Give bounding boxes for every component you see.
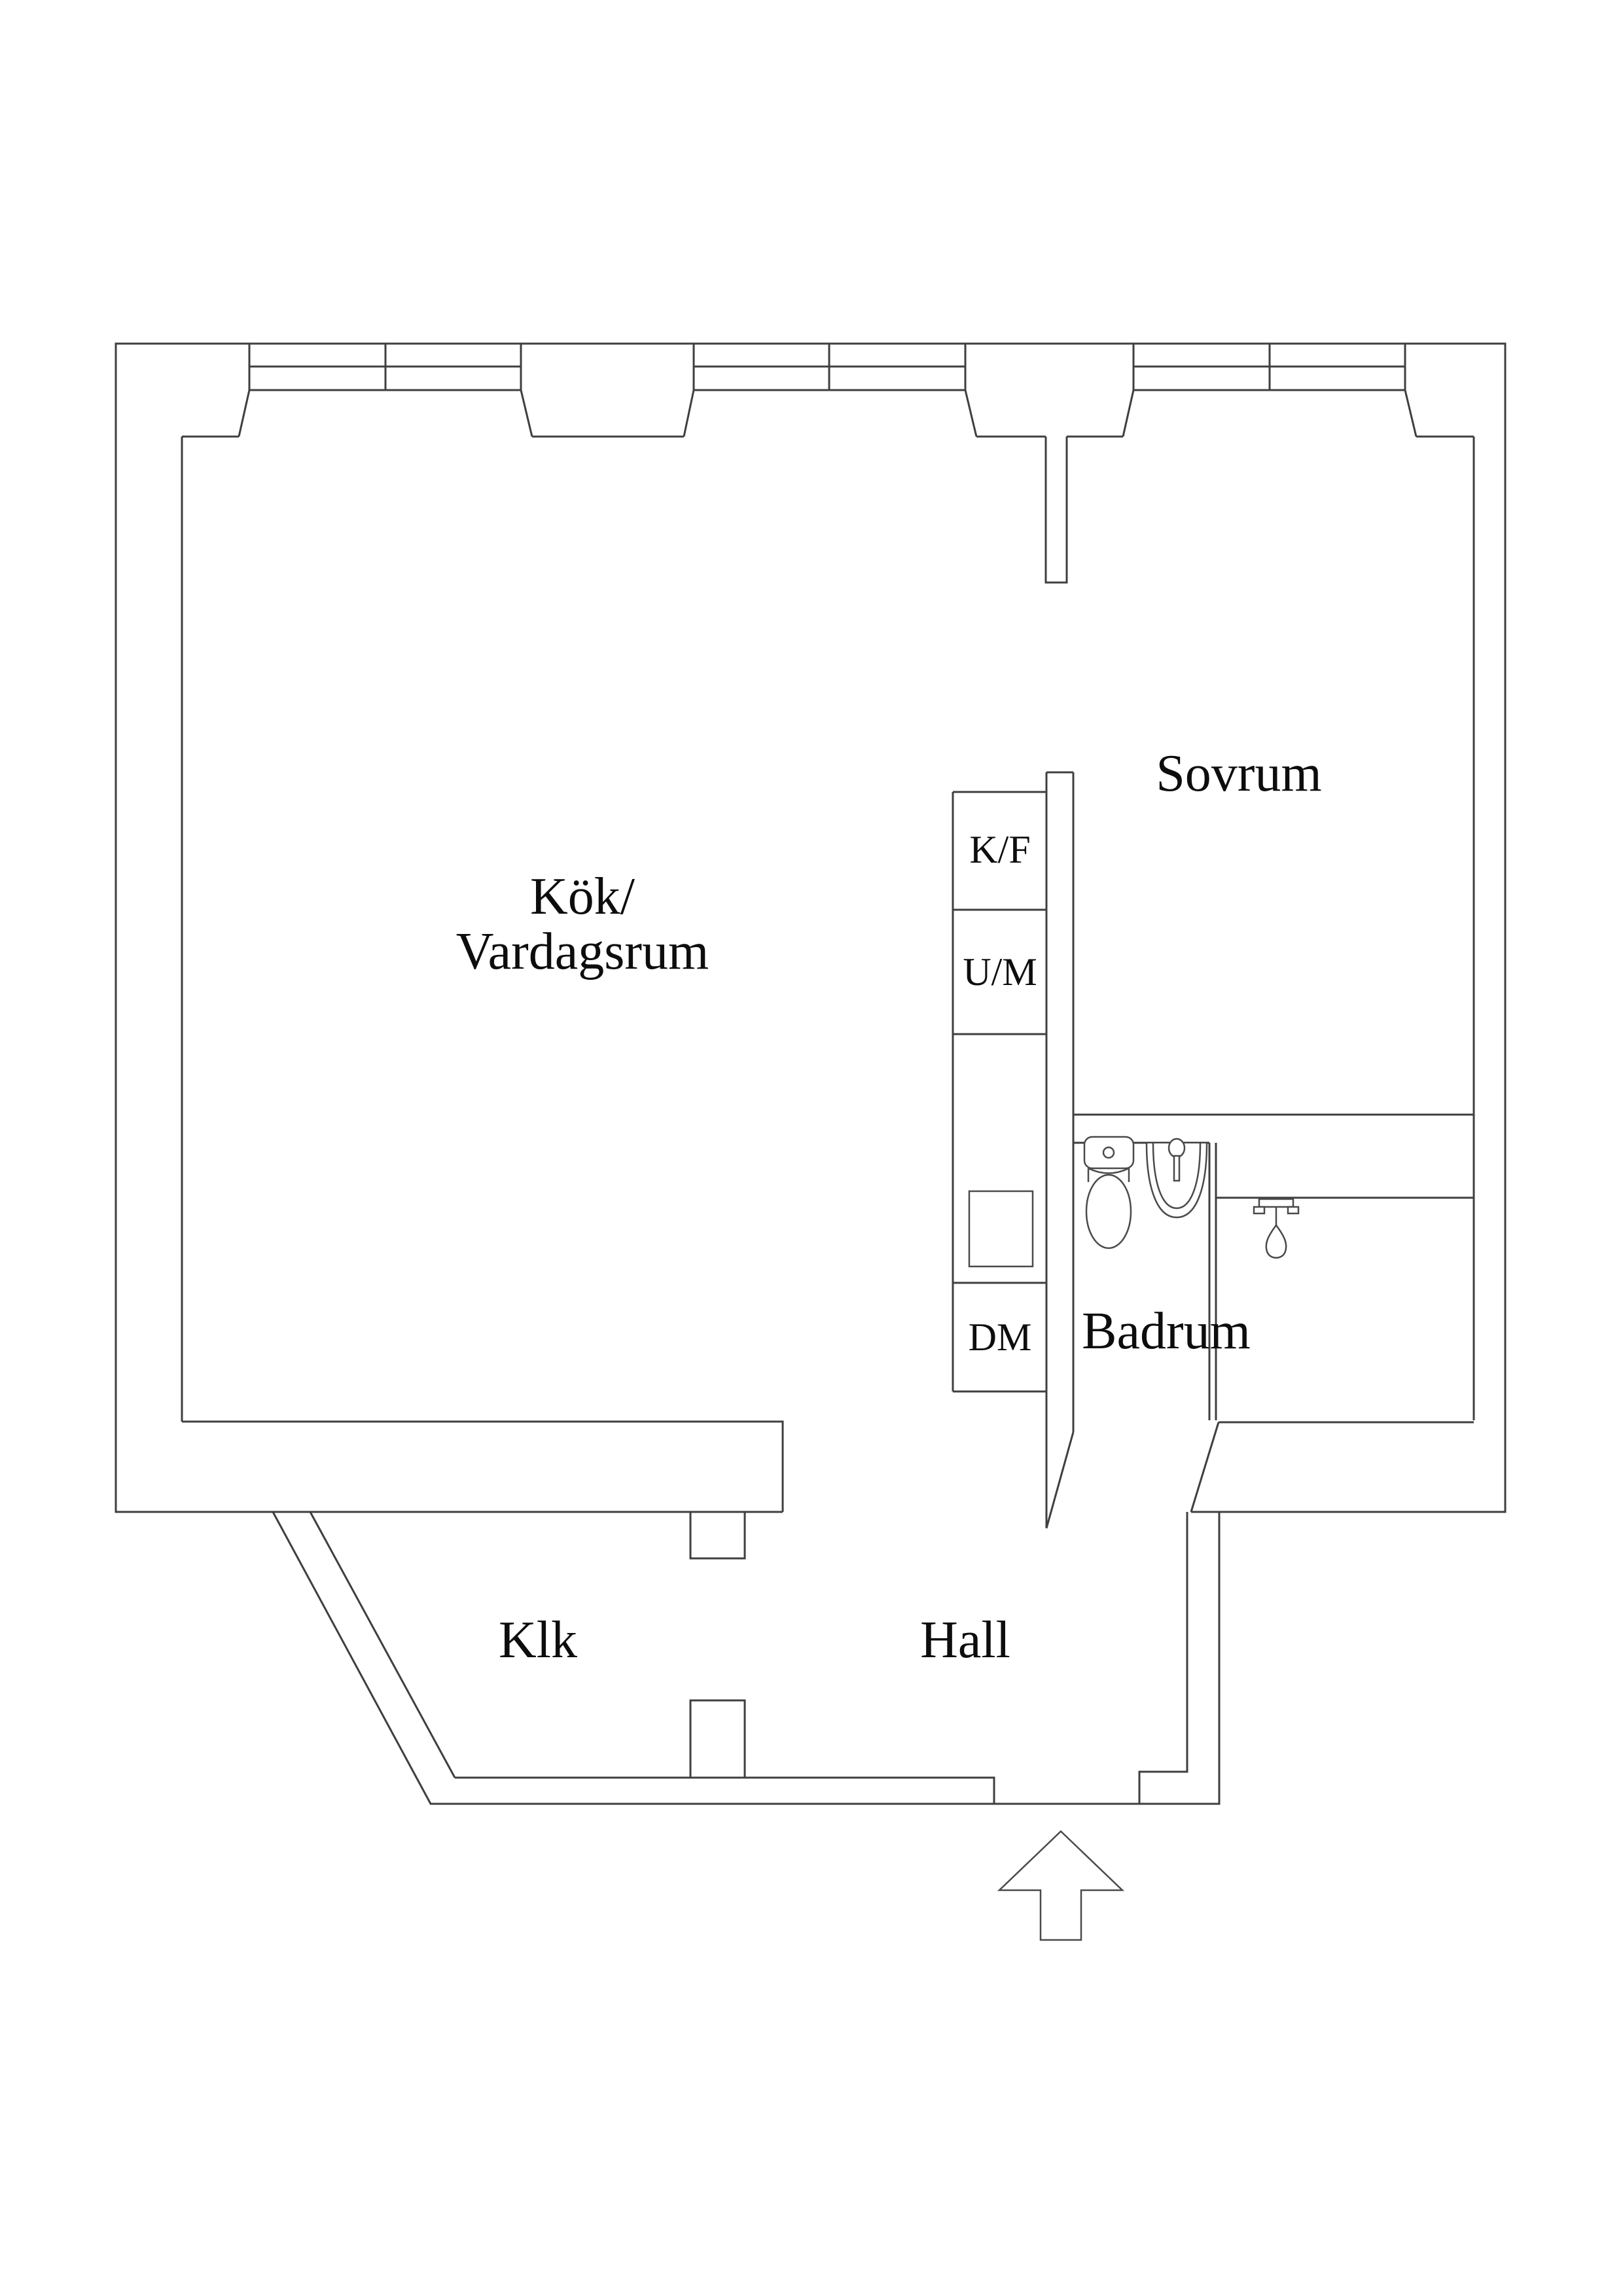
entrance-arrow-icon: [997, 1830, 1125, 1941]
outer-wall-outline: [115, 342, 1507, 1805]
sovrum-label: Sovrum: [1156, 745, 1321, 802]
kitchen-sink-icon: [968, 1190, 1034, 1268]
window-icon: [683, 344, 978, 437]
sink-icon: [1145, 1138, 1208, 1219]
kok-label-line2: Vardagsrum: [456, 923, 709, 980]
dishwasher-label: DM: [969, 1316, 1032, 1359]
oven-micro-label: U/M: [963, 950, 1037, 994]
fridge-freezer-label: K/F: [969, 828, 1030, 871]
klk-jamb-lower: [689, 1699, 746, 1779]
klk-door-jambs: [689, 1511, 746, 1779]
badrum-label: Badrum: [1082, 1302, 1251, 1360]
window-icon: [1122, 344, 1418, 437]
labels: Kök/ Vardagsrum Sovrum Badrum Hall Klk K…: [456, 745, 1322, 1669]
shower-icon: [1253, 1198, 1300, 1259]
window-icon: [238, 344, 533, 437]
inner-wall-lines: [181, 435, 1475, 1804]
klk-jamb-upper: [689, 1511, 746, 1560]
kitchen-cabinet-column: [952, 791, 1046, 1393]
hall-label: Hall: [920, 1611, 1010, 1669]
toilet-icon: [1083, 1136, 1135, 1249]
klk-label: Klk: [499, 1611, 577, 1669]
windows: [238, 344, 1418, 437]
kok-label-line1: Kök/: [530, 868, 635, 925]
